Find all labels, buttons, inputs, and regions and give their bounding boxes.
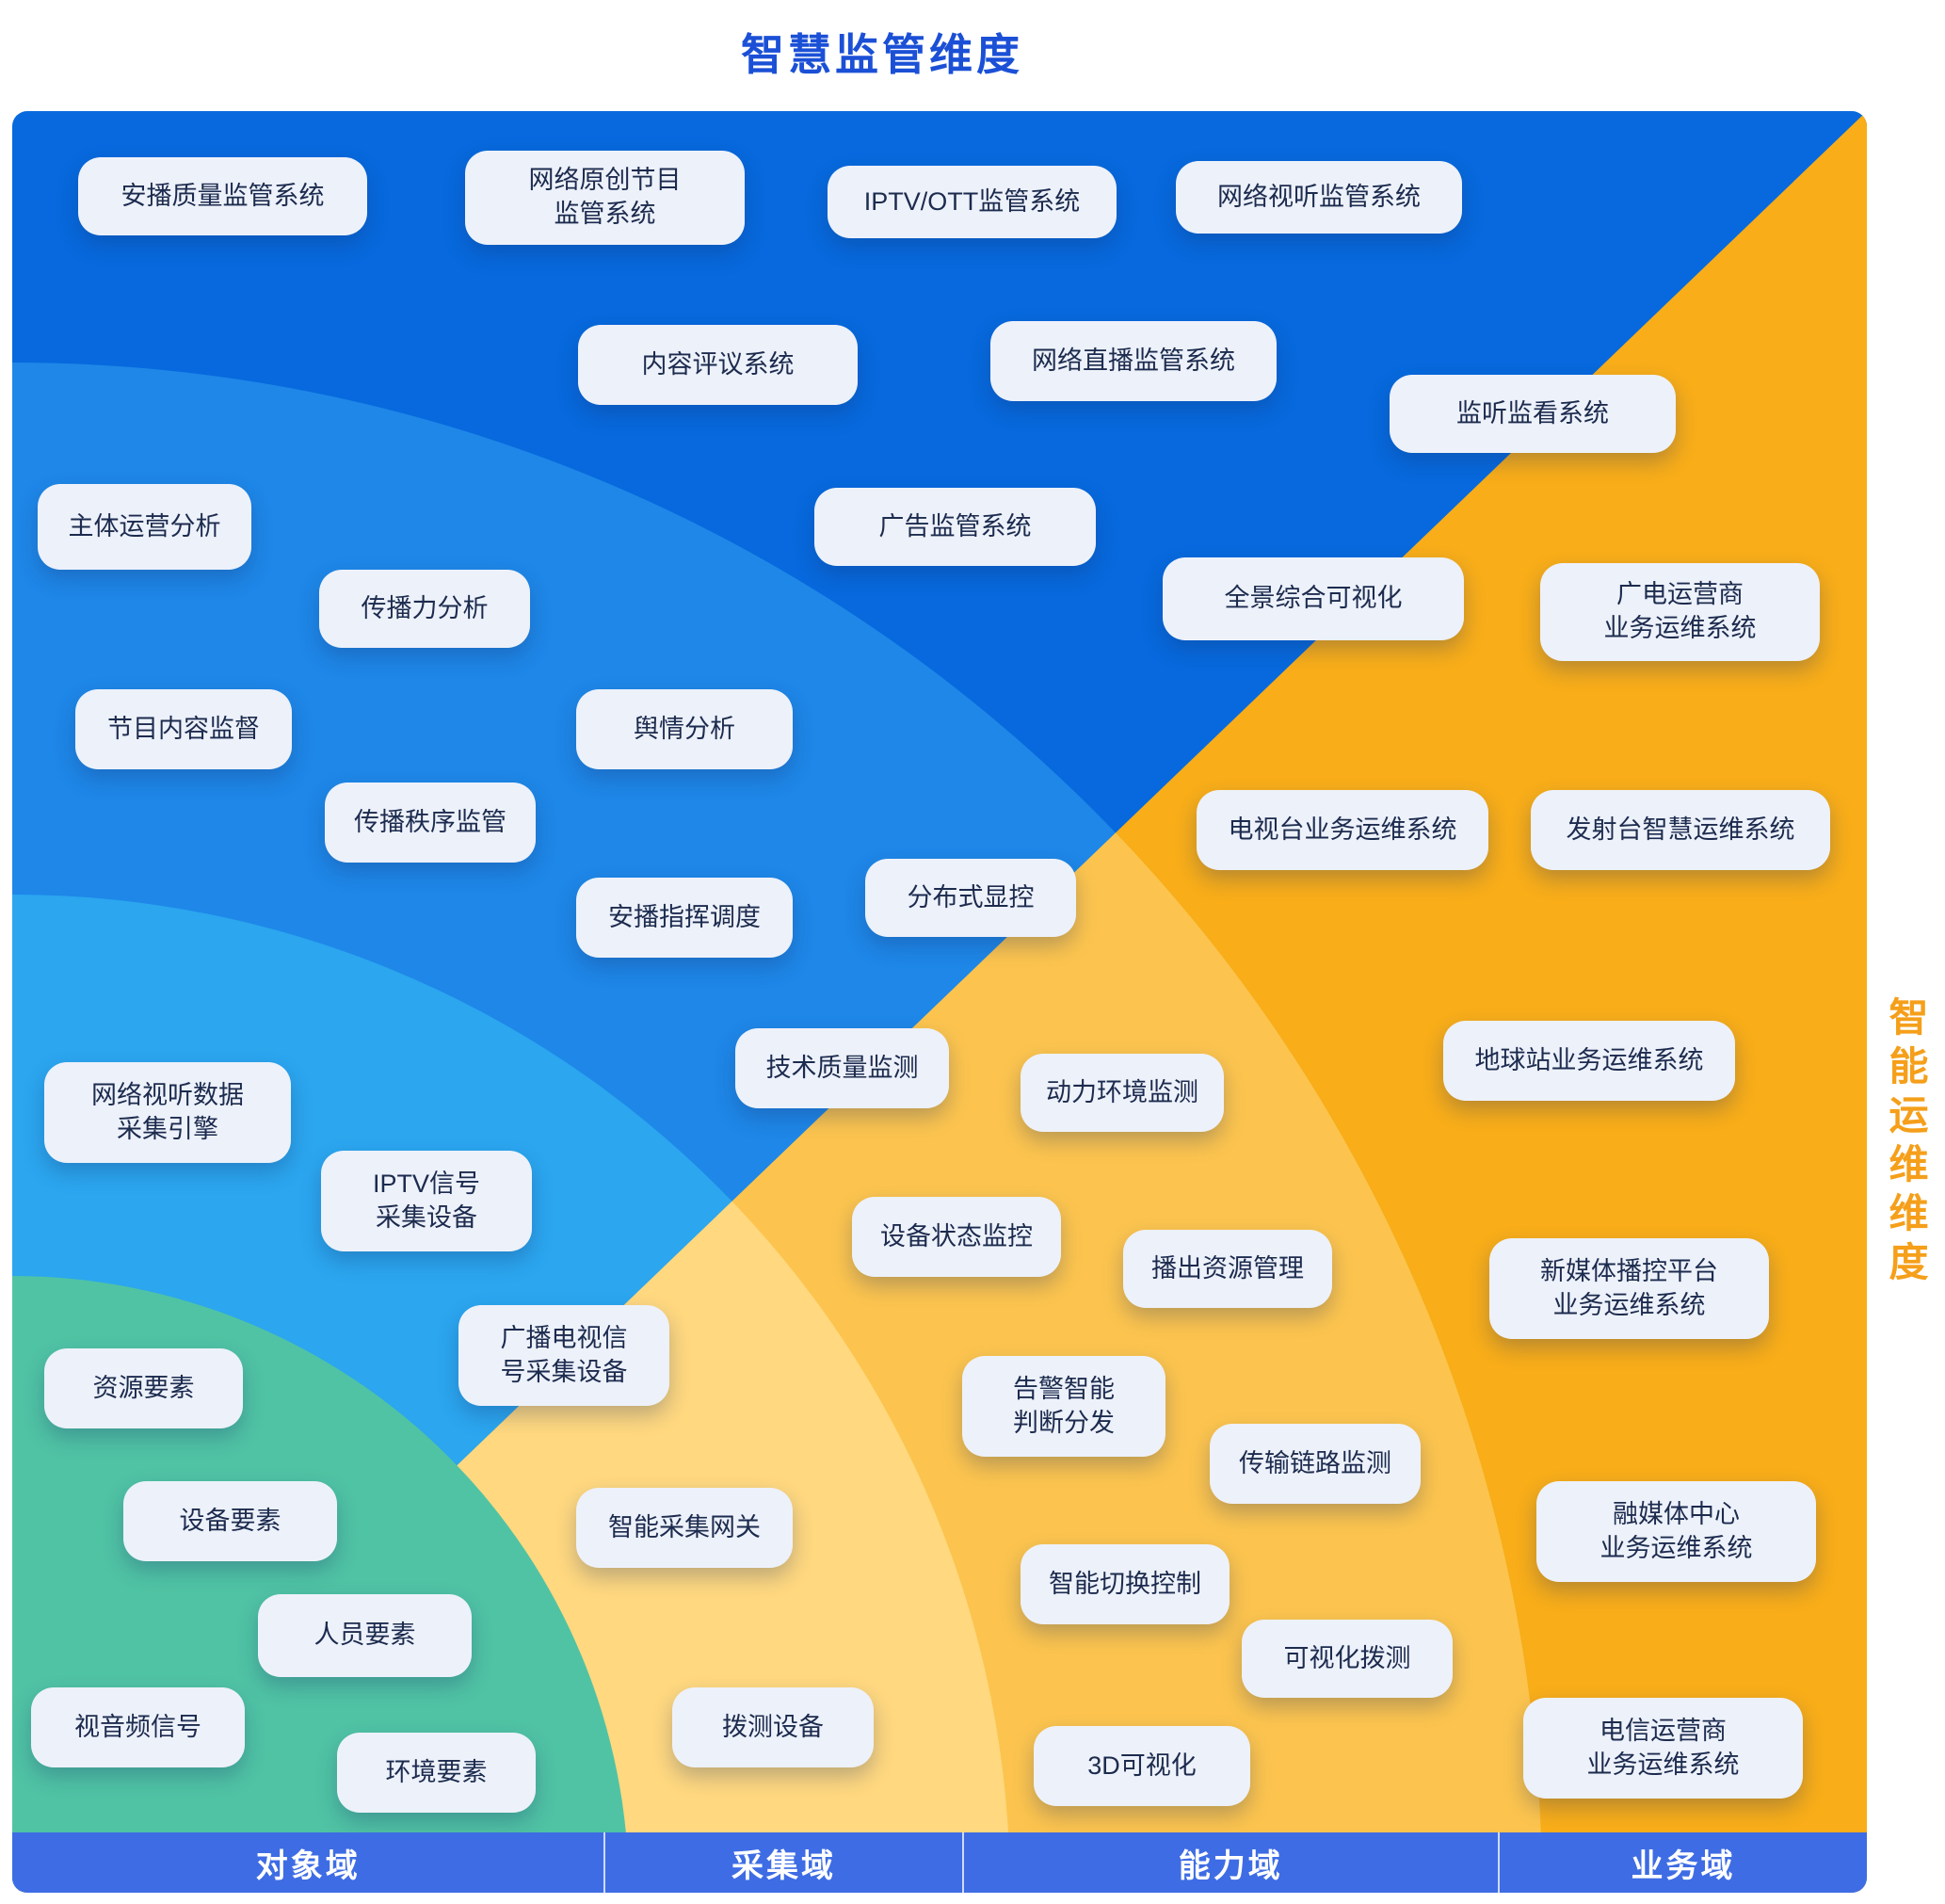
diagram-node: 监听监看系统 bbox=[1390, 375, 1676, 453]
diagram-node: 内容评议系统 bbox=[578, 325, 858, 405]
diagram-node: 可视化拨测 bbox=[1242, 1620, 1453, 1698]
diagram-node: IPTV/OTT监管系统 bbox=[828, 166, 1117, 238]
diagram-node: 视音频信号 bbox=[31, 1687, 245, 1767]
diagram-node: 融媒体中心 业务运维系统 bbox=[1536, 1481, 1816, 1582]
diagram-node: 设备要素 bbox=[123, 1481, 337, 1561]
diagram-node: 资源要素 bbox=[44, 1348, 243, 1428]
right-axis-title: 智能运维维度 bbox=[1884, 996, 1928, 1290]
diagram-node: 广电运营商 业务运维系统 bbox=[1540, 563, 1820, 661]
diagram-node: 智能切换控制 bbox=[1021, 1544, 1230, 1624]
diagram-node: 网络视听数据 采集引擎 bbox=[44, 1062, 291, 1163]
diagram-node: 告警智能 判断分发 bbox=[962, 1356, 1165, 1457]
diagram-node: 传输链路监测 bbox=[1210, 1424, 1421, 1504]
diagram-node: 广播电视信 号采集设备 bbox=[458, 1305, 669, 1406]
blue-mid-band bbox=[12, 363, 1542, 1893]
diagram-node: 节目内容监督 bbox=[75, 689, 292, 769]
diagram-node: 网络直播监管系统 bbox=[990, 321, 1277, 401]
diagram-node: 发射台智慧运维系统 bbox=[1531, 790, 1830, 870]
diagram-node: 全景综合可视化 bbox=[1163, 557, 1464, 640]
diagram-node: 环境要素 bbox=[337, 1733, 536, 1813]
diagram-node: 设备状态监控 bbox=[852, 1197, 1061, 1277]
diagram-node: IPTV信号 采集设备 bbox=[321, 1151, 532, 1251]
domain-axis-bar: 对象域 采集域能力域业务域 bbox=[12, 1832, 1867, 1893]
diagram-node: 新媒体播控平台 业务运维系统 bbox=[1489, 1238, 1769, 1339]
quadrant-diagram: 安播质量监管系统 网络原创节目 监管系统 IPTV/OTT监管系统网络视听监管系统内… bbox=[12, 111, 1867, 1893]
diagram-nodes: 安播质量监管系统 网络原创节目 监管系统 IPTV/OTT监管系统网络视听监管系统内… bbox=[12, 111, 1867, 1893]
diagram-node: 3D可视化 bbox=[1034, 1726, 1250, 1806]
axis-domain-4: 业务域 bbox=[1497, 1832, 1867, 1893]
diagram-node: 主体运营分析 bbox=[38, 484, 251, 570]
diagram-node: 人员要素 bbox=[258, 1594, 472, 1677]
diagram-node: 网络原创节目 监管系统 bbox=[465, 151, 745, 245]
diagram-node: 安播指挥调度 bbox=[576, 878, 793, 958]
diagram-node: 智能采集网关 bbox=[576, 1488, 793, 1568]
diagram-node: 地球站业务运维系统 bbox=[1443, 1021, 1735, 1101]
diagram-node: 广告监管系统 bbox=[814, 488, 1096, 566]
diagram-node: 网络视听监管系统 bbox=[1176, 161, 1462, 234]
diagram-node: 技术质量监测 bbox=[735, 1028, 949, 1108]
diagram-node: 拨测设备 bbox=[672, 1687, 874, 1767]
diagram-node: 分布式显控 bbox=[865, 859, 1076, 937]
diagram-node: 传播力分析 bbox=[319, 570, 530, 648]
diagram-node: 传播秩序监管 bbox=[325, 783, 536, 863]
top-axis-title: 智慧监管维度 bbox=[741, 30, 1023, 79]
diagram-node: 电视台业务运维系统 bbox=[1197, 790, 1488, 870]
axis-domain-1: 对象域 bbox=[255, 1848, 361, 1884]
axis-domain-2: 采集域 bbox=[603, 1832, 961, 1893]
diagram-node: 安播质量监管系统 bbox=[78, 157, 367, 235]
diagram-node: 电信运营商 业务运维系统 bbox=[1523, 1698, 1803, 1799]
diagram-node: 播出资源管理 bbox=[1123, 1230, 1332, 1308]
diagram-node: 动力环境监测 bbox=[1021, 1054, 1224, 1132]
axis-domain-3: 能力域 bbox=[961, 1832, 1498, 1893]
diagram-node: 舆情分析 bbox=[576, 689, 793, 769]
